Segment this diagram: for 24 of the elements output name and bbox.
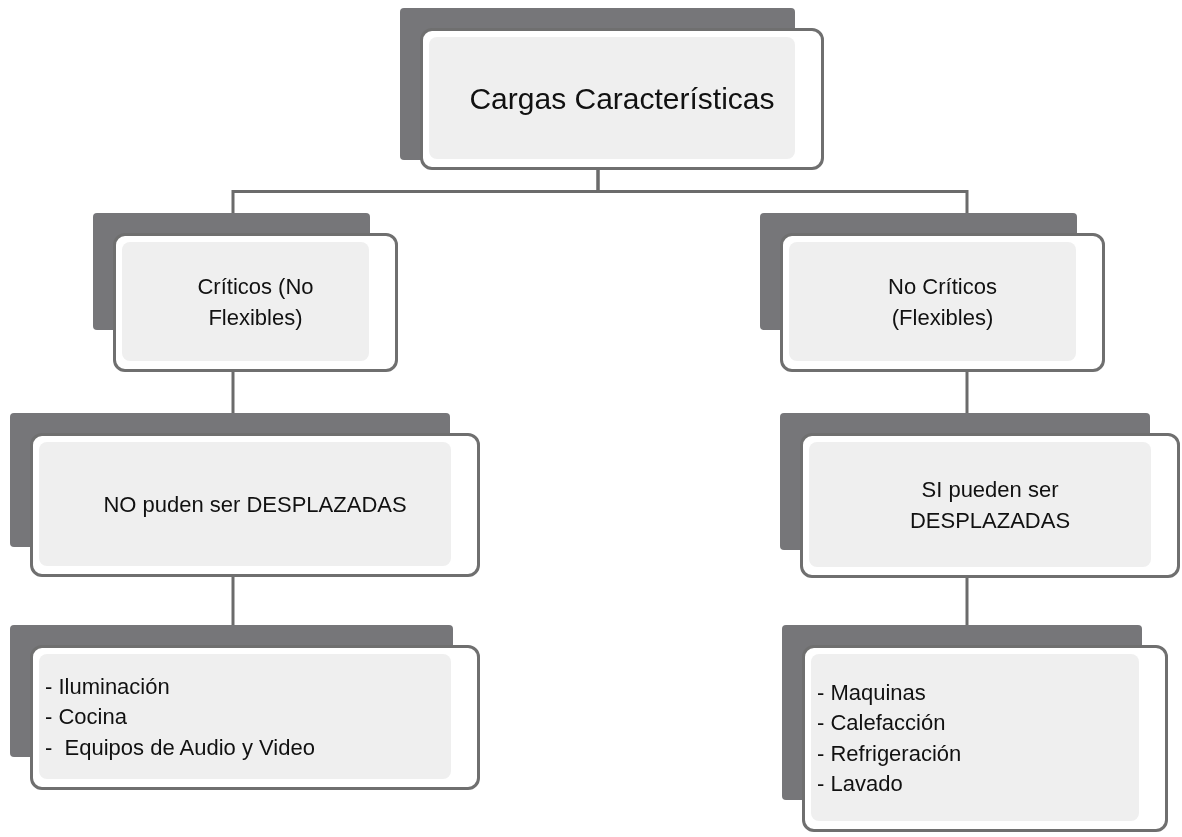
node-text: SI pueden ser DESPLAZADAS: [908, 476, 1072, 535]
process-box: [10, 625, 480, 790]
connector-line: [231, 372, 235, 413]
node-text: No Críticos (Flexibles): [887, 273, 998, 332]
node-text: Cargas Características: [469, 81, 775, 118]
node-text: NO puden ser DESPLAZADAS: [103, 490, 407, 519]
connector-line: [596, 170, 969, 213]
process-box: [93, 213, 398, 372]
node-text: - Lavado: [817, 769, 903, 798]
connector-line: [965, 372, 969, 413]
node-text: - Equipos de Audio y Video: [45, 733, 315, 762]
node-text: - Calefacción: [817, 709, 946, 738]
node-text: - Refrigeración: [817, 739, 962, 768]
node-text: Críticos (No Flexibles): [196, 273, 315, 332]
node-text: - Iluminación: [45, 673, 170, 702]
connector-line: [231, 577, 235, 625]
process-box: [760, 213, 1105, 372]
process-box: [782, 625, 1168, 832]
connector-line: [965, 578, 969, 625]
process-box: [400, 8, 824, 170]
node-text: - Maquinas: [817, 679, 926, 707]
process-box: [780, 413, 1180, 578]
process-box: [10, 413, 480, 577]
node-text: - Cocina: [45, 703, 127, 732]
